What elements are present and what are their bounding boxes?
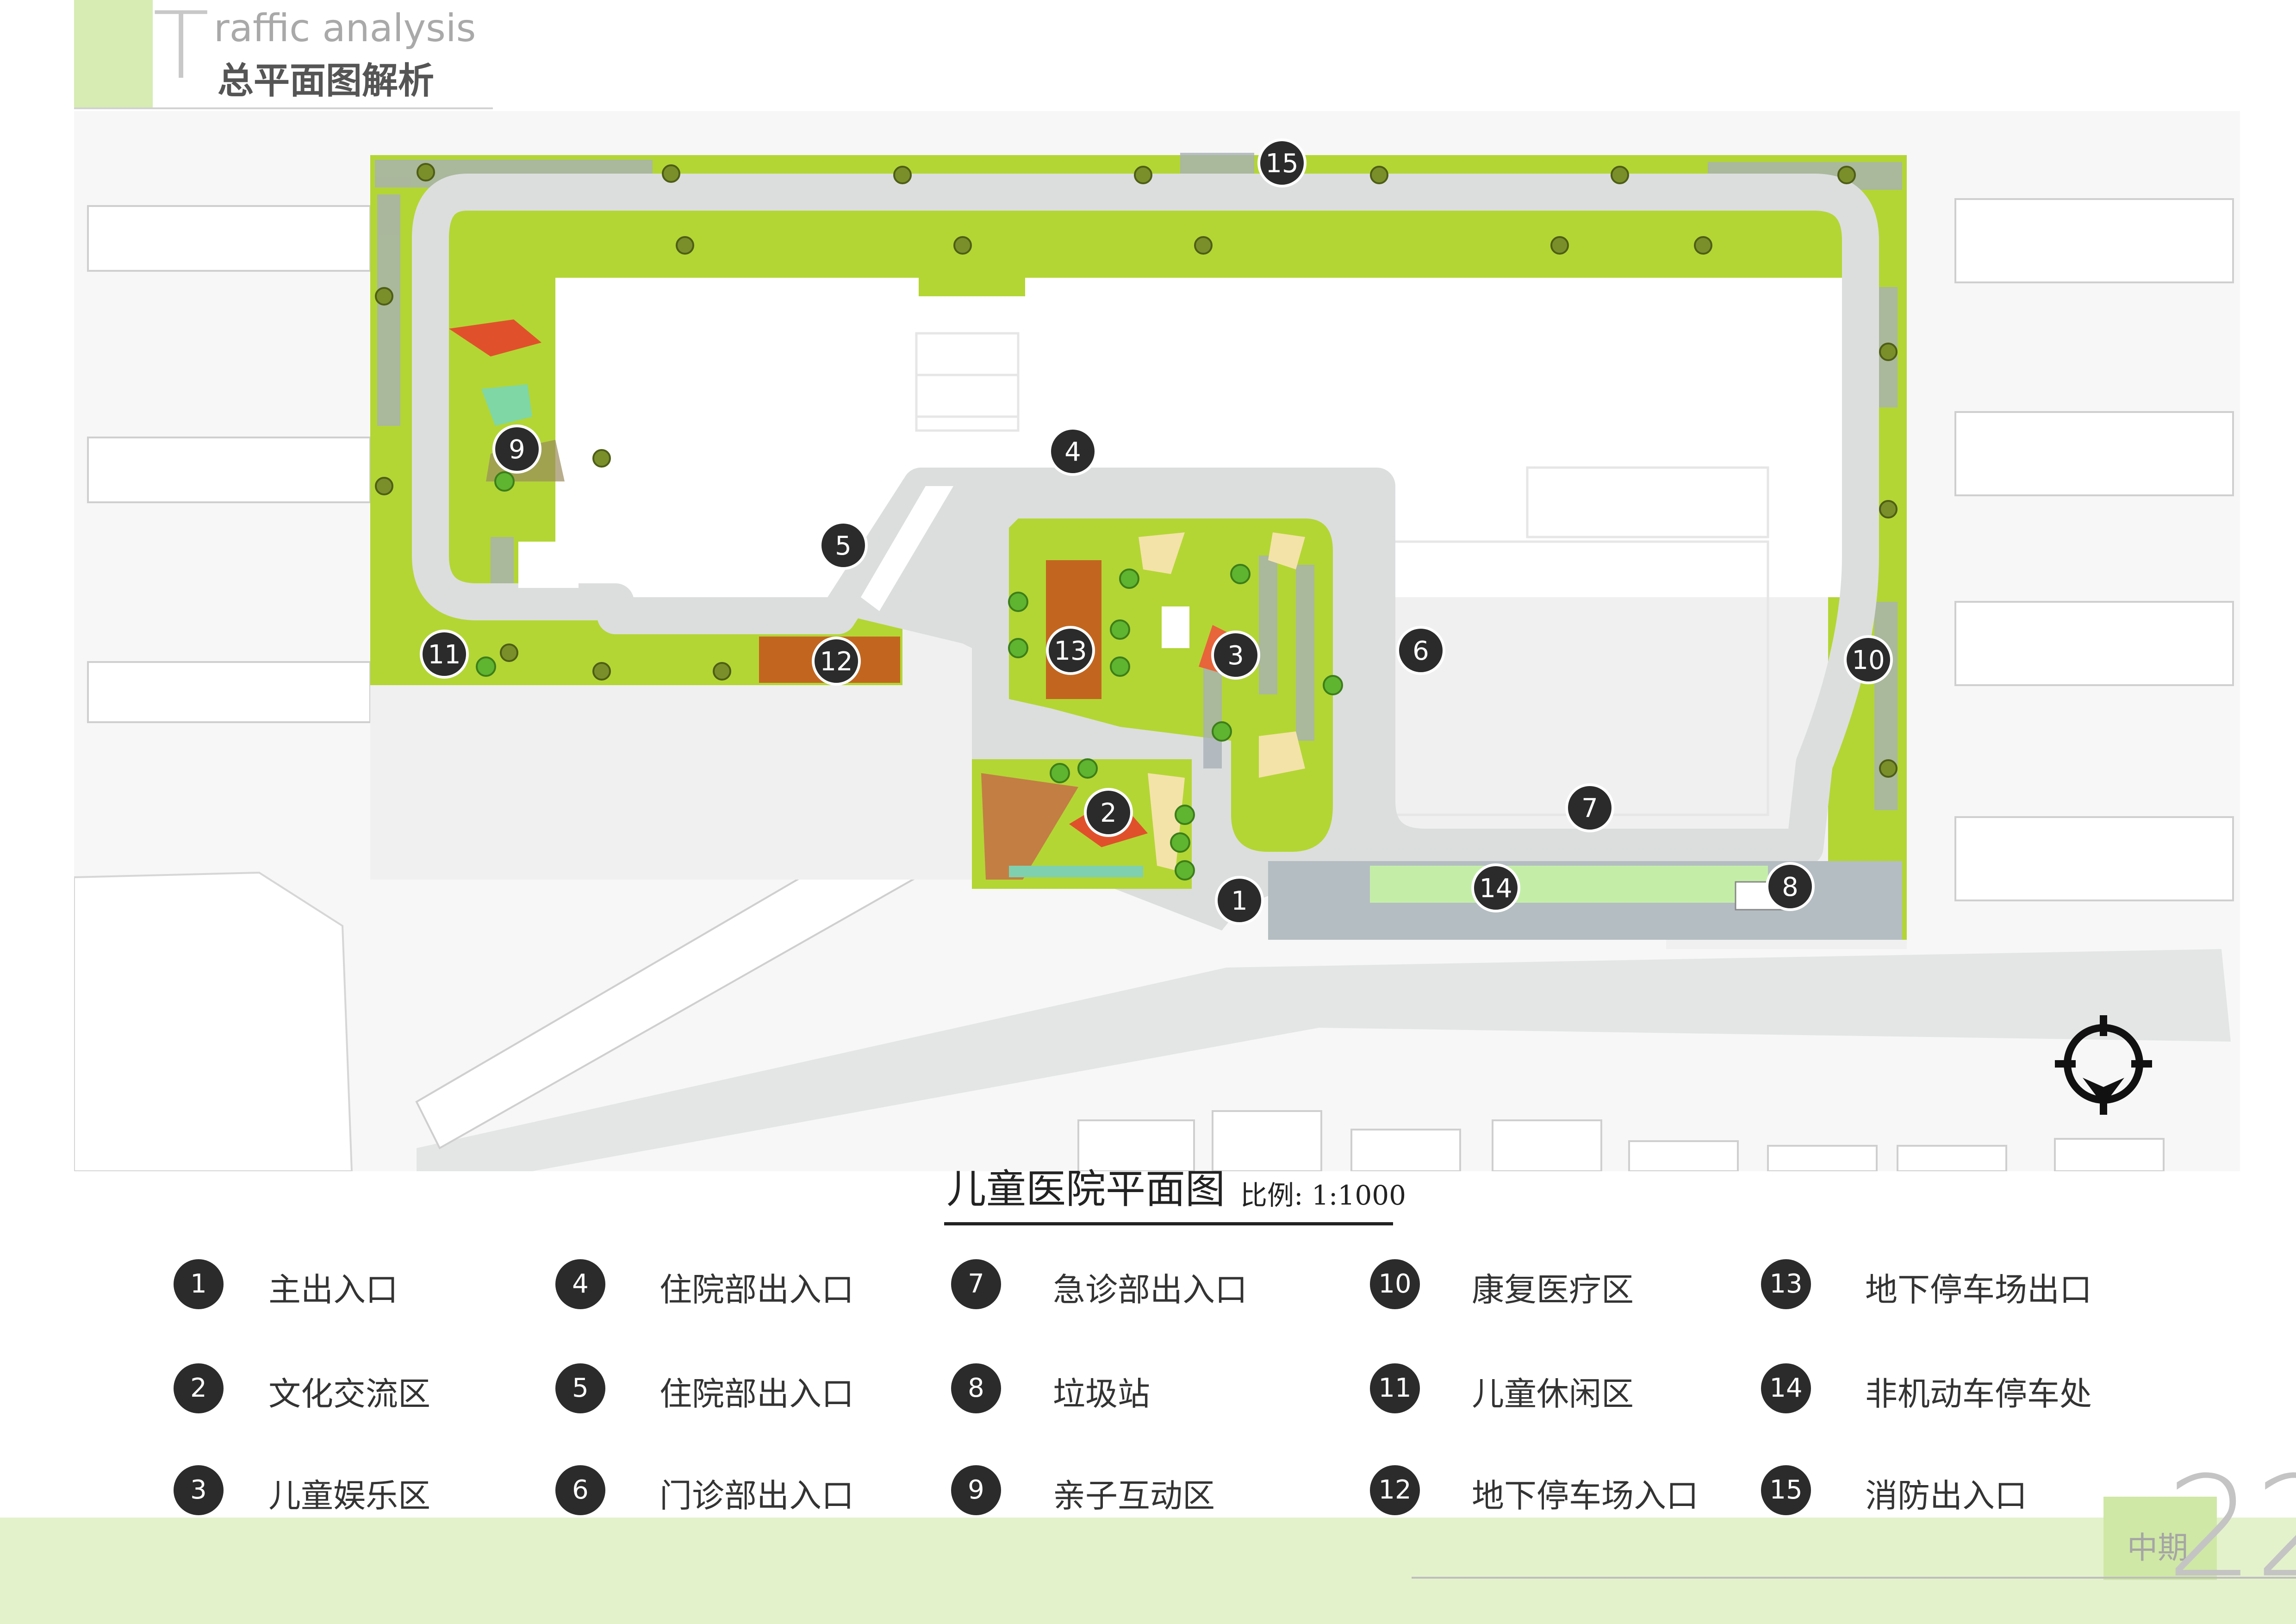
legend-item-6: 6 门诊部出入口 <box>555 1465 972 1521</box>
legend-label: 门诊部出入口 <box>660 1477 854 1515</box>
legend-number-badge: 14 <box>1761 1363 1811 1413</box>
header-initial: T <box>153 0 210 100</box>
legend-item-9: 9 亲子互动区 <box>951 1465 1368 1521</box>
map-marker-13: 13 <box>1046 626 1095 675</box>
plan-caption: 儿童医院平面图 <box>946 1166 1225 1212</box>
legend-label: 地下停车场出口 <box>1865 1271 2092 1309</box>
legend-label: 急诊部出入口 <box>1053 1271 1247 1309</box>
legend-label: 住院部出入口 <box>660 1375 854 1413</box>
legend-number-badge: 5 <box>555 1363 605 1413</box>
legend-item-10: 10 康复医疗区 <box>1370 1259 1786 1315</box>
map-marker-12: 12 <box>812 637 861 686</box>
map-marker-10: 10 <box>1844 635 1893 684</box>
map-marker-2: 2 <box>1084 788 1133 837</box>
map-marker-4: 4 <box>1048 427 1097 476</box>
map-marker-label: 3 <box>1227 641 1244 671</box>
legend-label: 儿童娱乐区 <box>268 1477 430 1515</box>
legend-label: 垃圾站 <box>1053 1375 1150 1413</box>
legend-number-badge: 15 <box>1761 1465 1811 1515</box>
phase-label: 中期 <box>2127 1530 2188 1566</box>
legend-item-2: 2 文化交流区 <box>174 1363 590 1419</box>
map-marker-label: 4 <box>1064 437 1081 467</box>
map-marker-label: 2 <box>1100 798 1117 828</box>
legend-number-badge: 13 <box>1761 1259 1811 1309</box>
plan-scale: 比例: 1:1000 <box>1240 1180 1406 1211</box>
legend-number-badge: 7 <box>951 1259 1001 1309</box>
title-chinese: 总平面图解析 <box>218 60 435 102</box>
legend-label: 儿童休闲区 <box>1472 1375 1634 1413</box>
legend-label: 地下停车场入口 <box>1472 1477 1699 1515</box>
footer-band <box>0 1518 2296 1624</box>
map-marker-label: 1 <box>1231 886 1248 916</box>
legend-label: 住院部出入口 <box>660 1271 854 1309</box>
map-marker-14: 14 <box>1471 863 1520 912</box>
header-accent-block <box>74 0 153 109</box>
map-marker-5: 5 <box>819 521 868 570</box>
title-english: raffic analysis <box>214 6 476 50</box>
caption-underline <box>944 1222 1393 1225</box>
legend-label: 文化交流区 <box>268 1375 430 1413</box>
legend-item-11: 11 儿童休闲区 <box>1370 1363 1786 1419</box>
legend-item-14: 14 非机动车停车处 <box>1761 1363 2178 1419</box>
legend-label: 非机动车停车处 <box>1865 1375 2092 1413</box>
legend-number-badge: 2 <box>174 1363 224 1413</box>
legend-number-badge: 4 <box>555 1259 605 1309</box>
header-underline <box>74 107 493 109</box>
legend-label: 消防出入口 <box>1865 1477 2027 1515</box>
legend-item-5: 5 住院部出入口 <box>555 1363 972 1419</box>
legend-item-13: 13 地下停车场出口 <box>1761 1259 2178 1315</box>
footer-line <box>1412 1577 2296 1579</box>
legend-label: 亲子互动区 <box>1053 1477 1215 1515</box>
legend-number-badge: 3 <box>174 1465 224 1515</box>
map-marker-label: 10 <box>1852 645 1885 675</box>
north-arrow-icon <box>2055 1015 2152 1115</box>
map-marker-7: 7 <box>1565 783 1614 832</box>
map-marker-label: 13 <box>1054 636 1087 666</box>
map-marker-label: 9 <box>509 435 525 465</box>
map-marker-15: 15 <box>1257 138 1307 187</box>
map-marker-label: 6 <box>1412 636 1429 666</box>
legend-number-badge: 6 <box>555 1465 605 1515</box>
legend-number-badge: 1 <box>174 1259 224 1309</box>
legend-number-badge: 12 <box>1370 1465 1420 1515</box>
map-marker-11: 11 <box>420 630 469 679</box>
map-marker-3: 3 <box>1211 631 1260 680</box>
map-marker-1: 1 <box>1215 876 1264 925</box>
legend-item-15: 15 消防出入口 <box>1761 1465 2178 1521</box>
map-marker-label: 11 <box>428 640 460 670</box>
legend-item-12: 12 地下停车场入口 <box>1370 1465 1786 1521</box>
map-marker-label: 14 <box>1479 874 1512 904</box>
map-marker-8: 8 <box>1766 862 1815 911</box>
map-marker-6: 6 <box>1396 626 1445 675</box>
legend-label: 主出入口 <box>268 1271 398 1309</box>
legend-item-3: 3 儿童娱乐区 <box>174 1465 590 1521</box>
legend-item-7: 7 急诊部出入口 <box>951 1259 1368 1315</box>
map-marker-9: 9 <box>492 425 541 474</box>
legend-item-1: 1 主出入口 <box>174 1259 590 1315</box>
map-marker-label: 7 <box>1581 793 1598 824</box>
legend-item-8: 8 垃圾站 <box>951 1363 1368 1419</box>
legend-item-4: 4 住院部出入口 <box>555 1259 972 1315</box>
legend-label: 康复医疗区 <box>1472 1271 1634 1309</box>
legend-number-badge: 9 <box>951 1465 1001 1515</box>
page-number: 22 <box>2166 1447 2296 1608</box>
map-marker-label: 15 <box>1265 149 1298 179</box>
legend-number-badge: 11 <box>1370 1363 1420 1413</box>
footer-accent-box <box>2103 1497 2217 1580</box>
legend-number-badge: 10 <box>1370 1259 1420 1309</box>
map-marker-label: 12 <box>820 647 852 677</box>
map-marker-label: 8 <box>1782 872 1798 902</box>
map-marker-label: 5 <box>835 531 852 561</box>
legend-number-badge: 8 <box>951 1363 1001 1413</box>
